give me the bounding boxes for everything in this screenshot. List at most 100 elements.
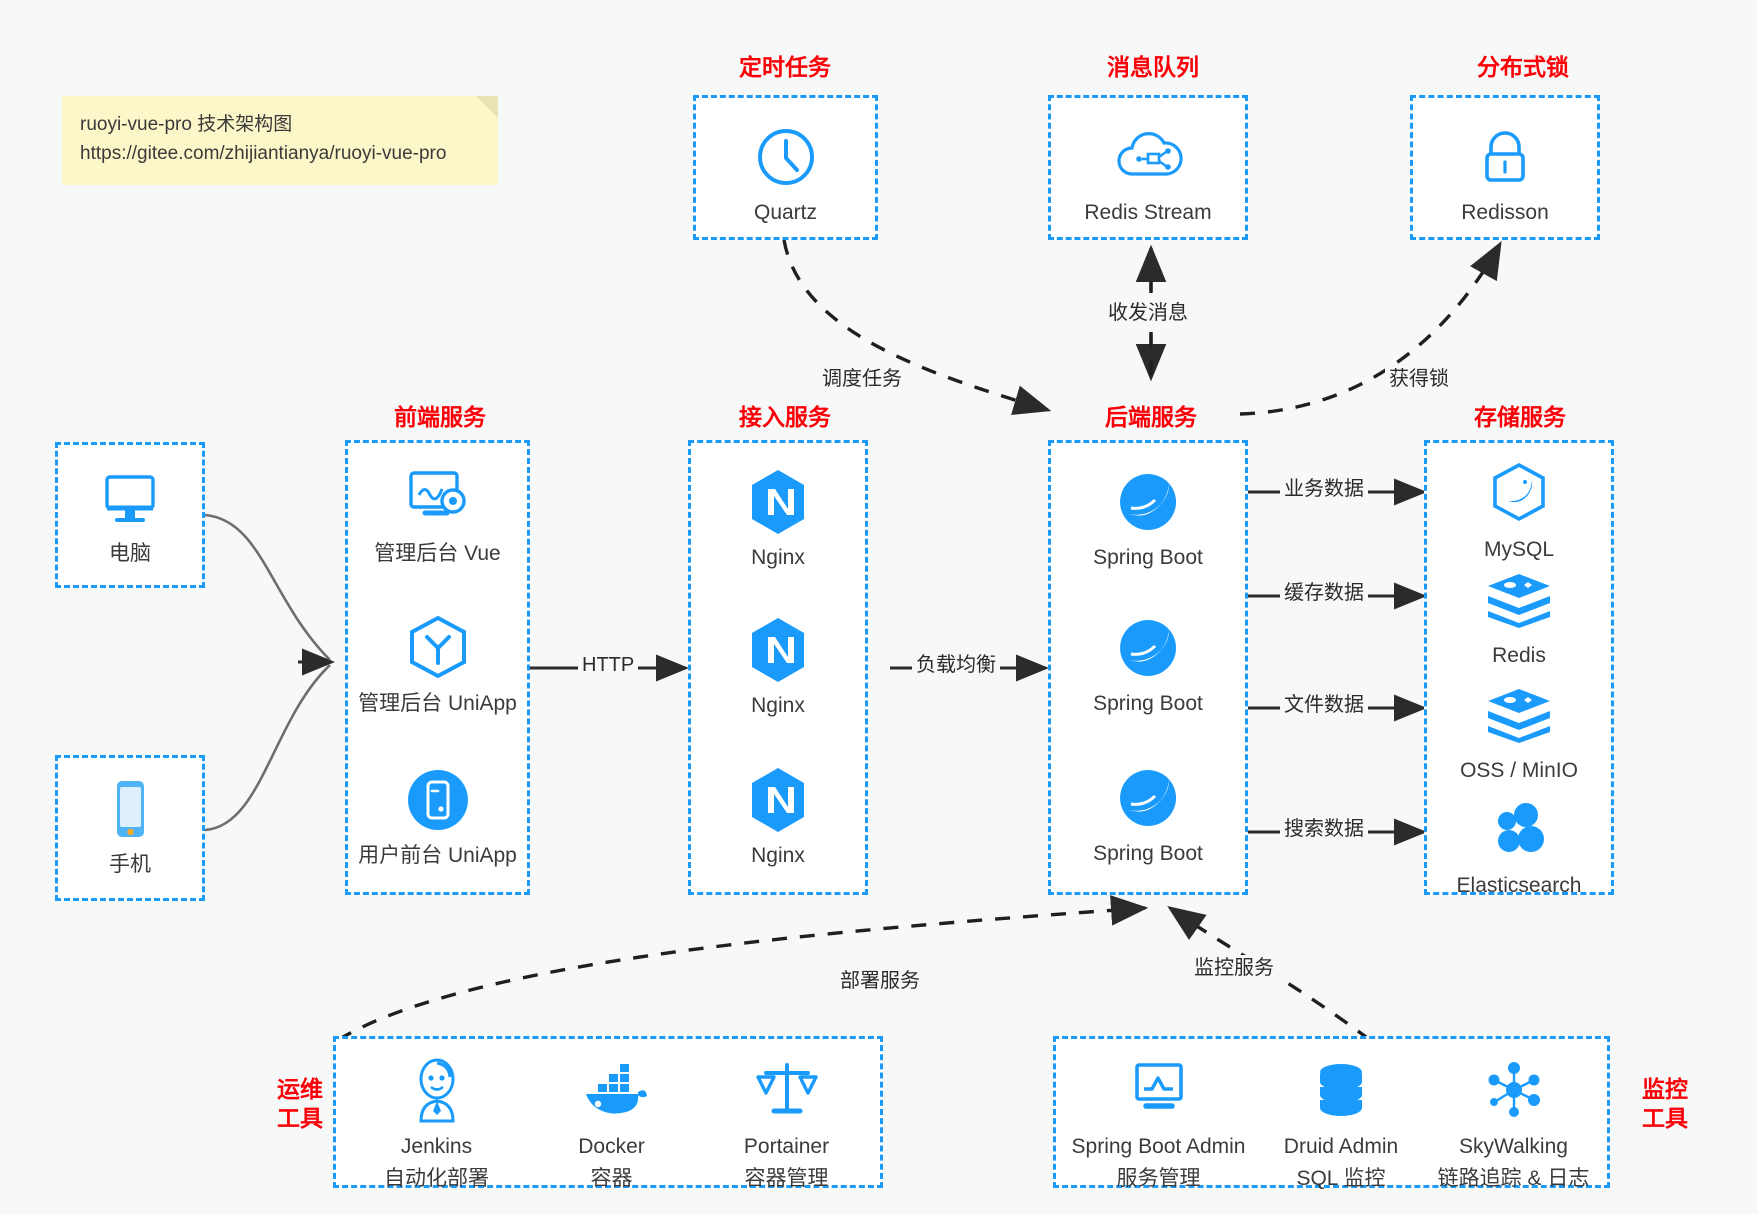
node-name: Portainer <box>743 1135 830 1158</box>
note-url: https://gitee.com/zhijiantianya/ruoyi-vu… <box>80 143 447 165</box>
node-portainer[interactable]: Portainer 容器管理 <box>704 1051 869 1192</box>
node-label: Nginx <box>751 546 805 569</box>
mobile-app-circle-icon <box>348 763 527 837</box>
node-label: 手机 <box>109 853 151 876</box>
node-springboot-3[interactable]: Spring Boot <box>1051 761 1245 867</box>
node-nginx-2[interactable]: Nginx <box>691 613 865 719</box>
group-box-gateway: Nginx Nginx Nginx <box>688 440 868 895</box>
node-quartz[interactable]: Quartz <box>696 120 875 226</box>
group-box-devops: Jenkins 自动化部署 Docker 容器 Portainer 容器管理 <box>333 1036 883 1190</box>
minio-icon <box>1427 678 1611 752</box>
node-name: SkyWalking <box>1459 1135 1568 1158</box>
edge-label-loadbalance: 负载均衡 <box>912 652 1000 678</box>
lock-icon <box>1413 120 1597 194</box>
node-desktop[interactable]: 电脑 <box>58 461 202 567</box>
node-admin-uniapp[interactable]: 管理后台 UniApp <box>348 611 527 717</box>
node-label: Redis <box>1492 644 1546 667</box>
node-admin-vue[interactable]: 管理后台 Vue <box>348 461 527 567</box>
node-redisson[interactable]: Redisson <box>1413 120 1597 226</box>
edge-label-monitoring: 监控服务 <box>1190 955 1278 981</box>
node-desc: 容器管理 <box>744 1166 829 1190</box>
node-nginx-3[interactable]: Nginx <box>691 763 865 869</box>
spring-boot-icon <box>1051 611 1245 685</box>
group-box-mq: Redis Stream <box>1048 95 1248 240</box>
node-elasticsearch[interactable]: Elasticsearch <box>1427 793 1611 899</box>
group-box-client-desktop: 电脑 <box>55 442 205 588</box>
wire-desktop-to-frontend <box>204 513 331 661</box>
group-box-backend: Spring Boot Spring Boot Spring Boot <box>1048 440 1248 895</box>
redis-icon <box>1427 563 1611 637</box>
wire-acquire-lock <box>1239 241 1502 416</box>
node-label: Quartz <box>753 201 818 224</box>
node-name: Jenkins <box>400 1135 473 1158</box>
group-box-monitor: Spring Boot Admin 服务管理 Druid Admin SQL 监… <box>1053 1036 1610 1190</box>
node-label: Spring Boot <box>1093 692 1203 715</box>
clock-icon <box>696 120 875 194</box>
node-label: Spring Boot <box>1093 546 1203 569</box>
edge-label-getlock: 获得锁 <box>1385 366 1453 392</box>
dashboard-gear-icon <box>348 461 527 535</box>
group-title-scheduler: 定时任务 <box>739 54 831 80</box>
node-label: 管理后台 UniApp <box>358 692 517 715</box>
database-stack-icon <box>1261 1051 1421 1129</box>
edge-label-schedule: 调度任务 <box>818 366 906 392</box>
node-label: Nginx <box>751 844 805 867</box>
uniapp-hexagon-icon <box>348 611 527 685</box>
node-mysql[interactable]: MySQL <box>1427 457 1611 563</box>
group-title-devops: 运维 工具 <box>255 1075 345 1133</box>
group-box-scheduler: Quartz <box>693 95 878 240</box>
node-jenkins[interactable]: Jenkins 自动化部署 <box>354 1051 519 1192</box>
mobile-phone-icon <box>58 772 202 846</box>
node-label: 用户前台 UniApp <box>358 844 517 867</box>
node-springboot-1[interactable]: Spring Boot <box>1051 465 1245 571</box>
group-box-lock: Redisson <box>1410 95 1600 240</box>
node-label: Elasticsearch <box>1456 874 1582 897</box>
node-name: Druid Admin <box>1283 1135 1399 1158</box>
node-springboot-2[interactable]: Spring Boot <box>1051 611 1245 717</box>
note-fold-corner <box>476 96 498 118</box>
node-docker[interactable]: Docker 容器 <box>529 1051 694 1192</box>
node-redis-stream[interactable]: Redis Stream <box>1051 120 1245 226</box>
node-label: Redisson <box>1461 201 1549 224</box>
node-nginx-1[interactable]: Nginx <box>691 465 865 571</box>
node-user-uniapp[interactable]: 用户前台 UniApp <box>348 763 527 869</box>
node-spring-boot-admin[interactable]: Spring Boot Admin 服务管理 <box>1066 1051 1251 1192</box>
node-redis[interactable]: Redis <box>1427 563 1611 669</box>
node-label: OSS / MinIO <box>1460 759 1578 782</box>
devops-title-line2: 工具 <box>277 1104 323 1131</box>
node-name: Spring Boot Admin <box>1071 1135 1246 1158</box>
edge-label-search-data: 搜索数据 <box>1280 816 1368 842</box>
node-desc: 链路追踪 & 日志 <box>1437 1166 1590 1190</box>
edge-label-file-data: 文件数据 <box>1280 692 1368 718</box>
node-label: 电脑 <box>109 542 151 565</box>
edge-label-biz-data: 业务数据 <box>1280 476 1368 502</box>
group-title-frontend: 前端服务 <box>394 404 486 430</box>
nginx-icon <box>691 613 865 687</box>
monitor-chart-icon <box>1066 1051 1251 1129</box>
diagram-note: ruoyi-vue-pro 技术架构图 https://gitee.com/zh… <box>62 96 498 185</box>
group-title-backend: 后端服务 <box>1105 404 1197 430</box>
node-desc: SQL 监控 <box>1296 1166 1386 1190</box>
node-minio[interactable]: OSS / MinIO <box>1427 678 1611 784</box>
node-label: Redis Stream <box>1084 201 1212 224</box>
desktop-monitor-icon <box>58 461 202 535</box>
monitor-title-line1: 监控 <box>1642 1076 1688 1102</box>
group-title-monitor: 监控 工具 <box>1620 1075 1710 1133</box>
edge-label-deploy: 部署服务 <box>836 968 924 994</box>
note-title: ruoyi-vue-pro 技术架构图 <box>80 114 293 135</box>
group-title-mq: 消息队列 <box>1107 54 1199 80</box>
wire-phone-to-frontend <box>204 664 331 832</box>
node-label: MySQL <box>1483 538 1554 561</box>
cloud-stream-icon <box>1051 120 1245 194</box>
node-label: Nginx <box>751 694 805 717</box>
node-desc: 服务管理 <box>1116 1166 1201 1190</box>
mysql-icon <box>1427 457 1611 531</box>
node-phone[interactable]: 手机 <box>58 772 202 878</box>
edge-label-http: HTTP <box>578 652 639 678</box>
nginx-icon <box>691 763 865 837</box>
group-box-client-phone: 手机 <box>55 755 205 901</box>
node-druid-admin[interactable]: Druid Admin SQL 监控 <box>1261 1051 1421 1192</box>
node-skywalking[interactable]: SkyWalking 链路追踪 & 日志 <box>1421 1051 1606 1192</box>
skywalking-node-icon <box>1421 1051 1606 1129</box>
